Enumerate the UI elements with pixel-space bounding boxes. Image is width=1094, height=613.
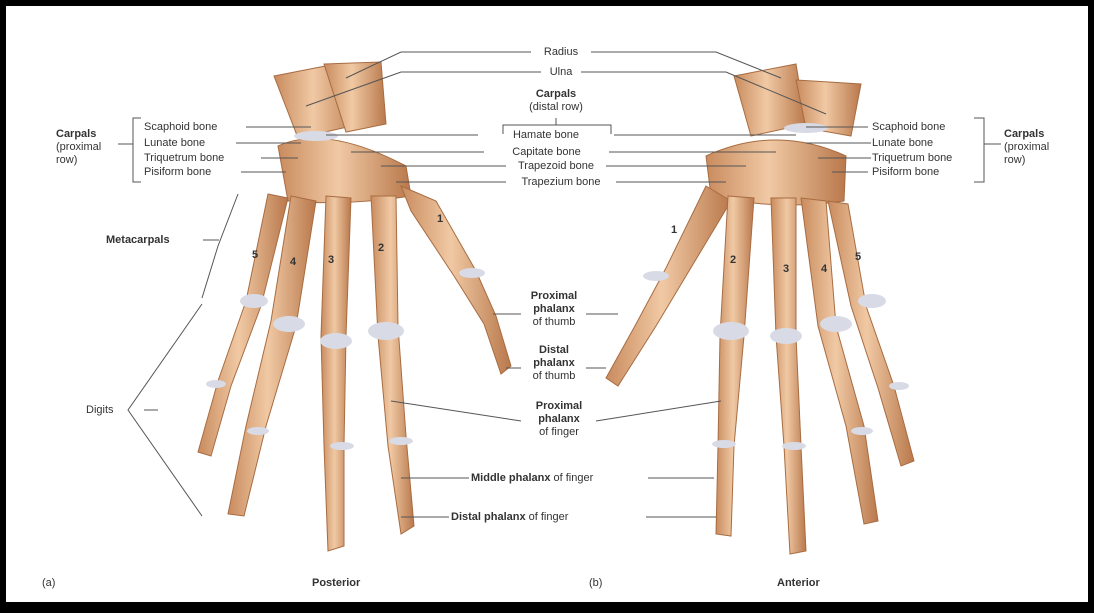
- right-finger-5: [828, 201, 914, 466]
- label-triquetrum-left: Triquetrum bone: [144, 152, 224, 164]
- label-middle-phalanx-rest: of finger: [550, 472, 593, 484]
- label-proximal-thumb-1: Proximal: [521, 290, 587, 302]
- label-scaphoid-right: Scaphoid bone: [872, 121, 945, 133]
- left-thumb: [401, 186, 511, 374]
- right-finger-3: [771, 198, 806, 554]
- label-middle-phalanx: Middle phalanx of finger: [471, 472, 593, 484]
- label-lunate-left: Lunate bone: [144, 137, 205, 149]
- label-distal-phalanx: Distal phalanx of finger: [451, 511, 568, 523]
- digit-number-right-3: 3: [783, 263, 789, 275]
- label-carpals-distal-sub: (distal row): [506, 101, 606, 113]
- label-capitate: Capitate bone: [484, 146, 609, 158]
- label-proximal-finger-2: phalanx: [521, 413, 597, 425]
- digit-number-right-5: 5: [855, 251, 861, 263]
- label-carpals-proximal-right: Carpals: [1004, 128, 1044, 140]
- hand-skeleton-figure: Radius Ulna Carpals (distal row) Hamate …: [6, 6, 1088, 602]
- label-carpals-proximal-right-sub1: (proximal: [1004, 141, 1049, 153]
- label-ulna: Ulna: [541, 66, 581, 78]
- label-trapezoid: Trapezoid bone: [506, 160, 606, 172]
- label-distal-thumb-1: Distal: [521, 344, 587, 356]
- caption-posterior: Posterior: [312, 577, 360, 589]
- label-proximal-finger-3: of finger: [521, 426, 597, 438]
- label-distal-phalanx-rest: of finger: [526, 511, 569, 523]
- right-hand-bones: [606, 64, 914, 554]
- digit-number-right-1: 1: [671, 224, 677, 236]
- label-carpals-proximal-left-sub1: (proximal: [56, 141, 101, 153]
- label-proximal-thumb-2: phalanx: [521, 303, 587, 315]
- label-carpals-proximal-left: Carpals: [56, 128, 96, 140]
- label-digits: Digits: [86, 404, 114, 416]
- digit-number-left-2: 2: [378, 242, 384, 254]
- label-scaphoid-left: Scaphoid bone: [144, 121, 217, 133]
- label-metacarpals: Metacarpals: [106, 234, 170, 246]
- label-middle-phalanx-bold: Middle phalanx: [471, 472, 550, 484]
- label-hamate: Hamate bone: [478, 129, 614, 141]
- right-thumb: [606, 186, 731, 386]
- label-pisiform-right: Pisiform bone: [872, 166, 939, 178]
- label-carpals-proximal-left-sub2: row): [56, 154, 77, 166]
- label-distal-thumb-3: of thumb: [521, 370, 587, 382]
- label-proximal-finger-1: Proximal: [521, 400, 597, 412]
- right-finger-2: [716, 196, 754, 536]
- label-distal-thumb-2: phalanx: [521, 357, 587, 369]
- label-carpals-proximal-right-sub2: row): [1004, 154, 1025, 166]
- panel-label-b: (b): [589, 577, 602, 589]
- left-finger-3: [321, 196, 351, 551]
- label-proximal-thumb-3: of thumb: [521, 316, 587, 328]
- digit-number-left-4: 4: [290, 256, 296, 268]
- label-radius: Radius: [531, 46, 591, 58]
- label-distal-phalanx-bold: Distal phalanx: [451, 511, 526, 523]
- label-pisiform-left: Pisiform bone: [144, 166, 211, 178]
- digit-number-right-4: 4: [821, 263, 827, 275]
- digit-number-left-1: 1: [437, 213, 443, 225]
- left-carpals: [278, 138, 411, 202]
- panel-label-a: (a): [42, 577, 55, 589]
- digit-number-left-5: 5: [252, 249, 258, 261]
- caption-anterior: Anterior: [777, 577, 820, 589]
- digit-number-left-3: 3: [328, 254, 334, 266]
- label-lunate-right: Lunate bone: [872, 137, 933, 149]
- label-carpals-distal-title: Carpals: [506, 88, 606, 100]
- digit-number-right-2: 2: [730, 254, 736, 266]
- label-triquetrum-right: Triquetrum bone: [872, 152, 952, 164]
- label-trapezium: Trapezium bone: [506, 176, 616, 188]
- right-carpals: [706, 140, 846, 205]
